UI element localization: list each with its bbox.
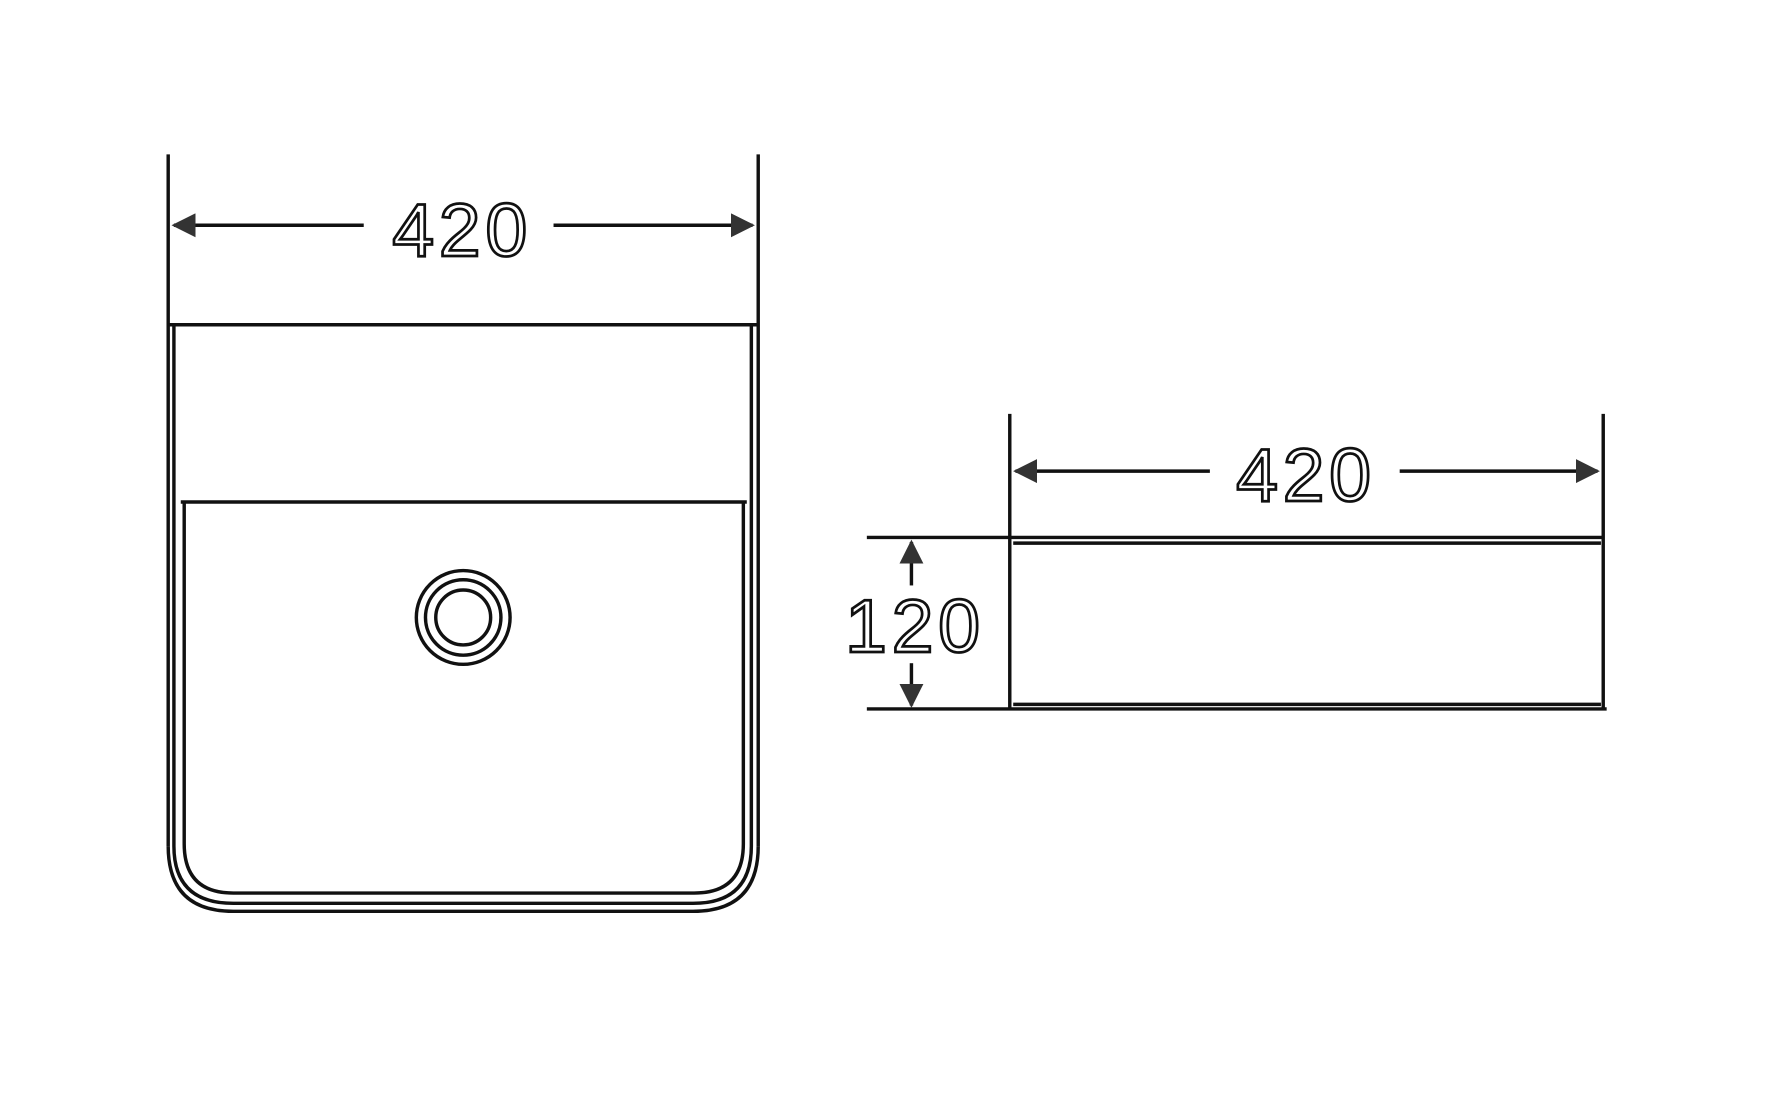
bowl-outline [182,501,746,895]
basin-outer-outline [166,846,760,914]
side-view: 420 120 [844,413,1607,711]
front-view: 420 [166,154,760,914]
drain-icon [414,568,512,667]
side-height-label: 120 [845,584,985,668]
basin-outer-inner-line [172,324,754,906]
side-width-label: 420 [1236,433,1376,517]
front-width-label: 420 [392,188,532,272]
